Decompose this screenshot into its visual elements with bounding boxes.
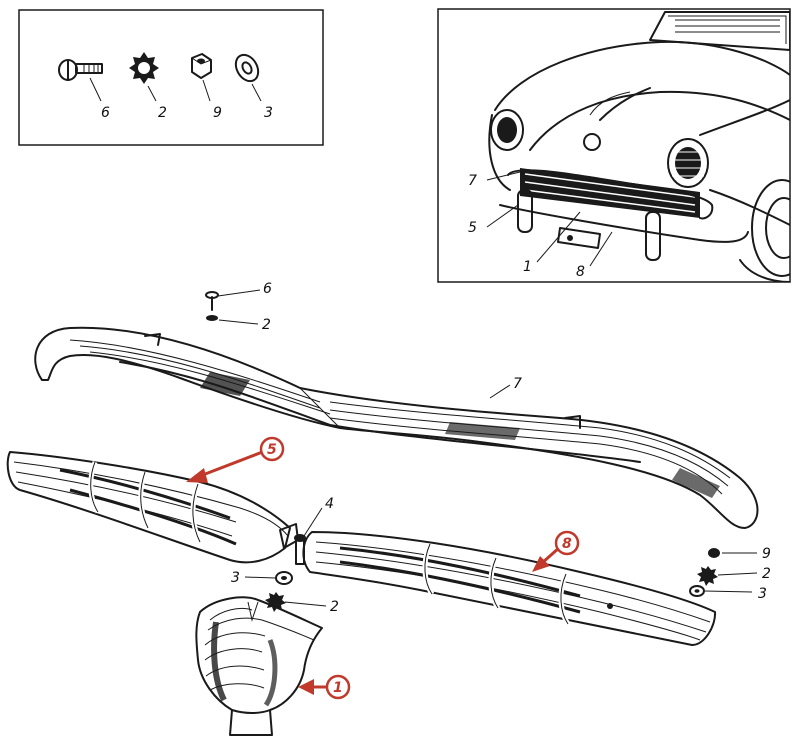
top-washer — [206, 315, 259, 325]
car-front-inset: 7 5 1 8 — [437, 8, 791, 283]
car-label-8: 8 — [576, 264, 585, 280]
inset-label-6: 6 — [101, 105, 110, 121]
label-left-flat-3: 3 — [231, 570, 240, 586]
fasteners-inset: 6 2 9 3 — [18, 9, 324, 146]
right-nut — [708, 548, 757, 558]
label-washer-2: 2 — [262, 317, 271, 333]
bumper-bar — [34, 326, 759, 529]
label-right-nut-9: 9 — [762, 546, 771, 562]
label-bumper-7: 7 — [513, 376, 522, 392]
label-right-star-2: 2 — [762, 566, 771, 582]
right-grille-section — [302, 531, 717, 646]
left-flat-washer — [244, 571, 293, 585]
left-star-washer — [265, 592, 327, 612]
label-stud-4: 4 — [325, 496, 334, 512]
label-left-star-2: 2 — [330, 599, 339, 615]
inset-label-2: 2 — [158, 105, 167, 121]
hex-nut-part — [190, 53, 213, 79]
callout-label-5: 5 — [267, 442, 277, 458]
callout-5: 5 — [186, 436, 285, 483]
callout-label-1: 1 — [333, 680, 343, 696]
inset-label-3: 3 — [264, 105, 273, 121]
flat-washer-part — [234, 53, 260, 83]
label-right-flat-3: 3 — [758, 586, 767, 602]
star-washer-part — [129, 52, 159, 84]
callout-8: 8 — [532, 530, 580, 572]
car-label-5: 5 — [468, 220, 477, 236]
car-label-1: 1 — [523, 259, 532, 275]
callout-label-8: 8 — [562, 536, 572, 552]
right-star-washer — [697, 566, 758, 586]
right-flat-washer — [689, 585, 753, 597]
exploded-view: 6 2 7 — [6, 281, 771, 736]
label-bolt-6: 6 — [263, 281, 272, 297]
bolt-part — [58, 59, 103, 81]
callout-1: 1 — [298, 674, 351, 700]
top-bolt — [205, 289, 261, 311]
car-label-7: 7 — [468, 173, 477, 189]
bumper-guard — [195, 596, 323, 736]
left-grille-section — [6, 451, 299, 564]
inset-label-9: 9 — [213, 105, 222, 121]
